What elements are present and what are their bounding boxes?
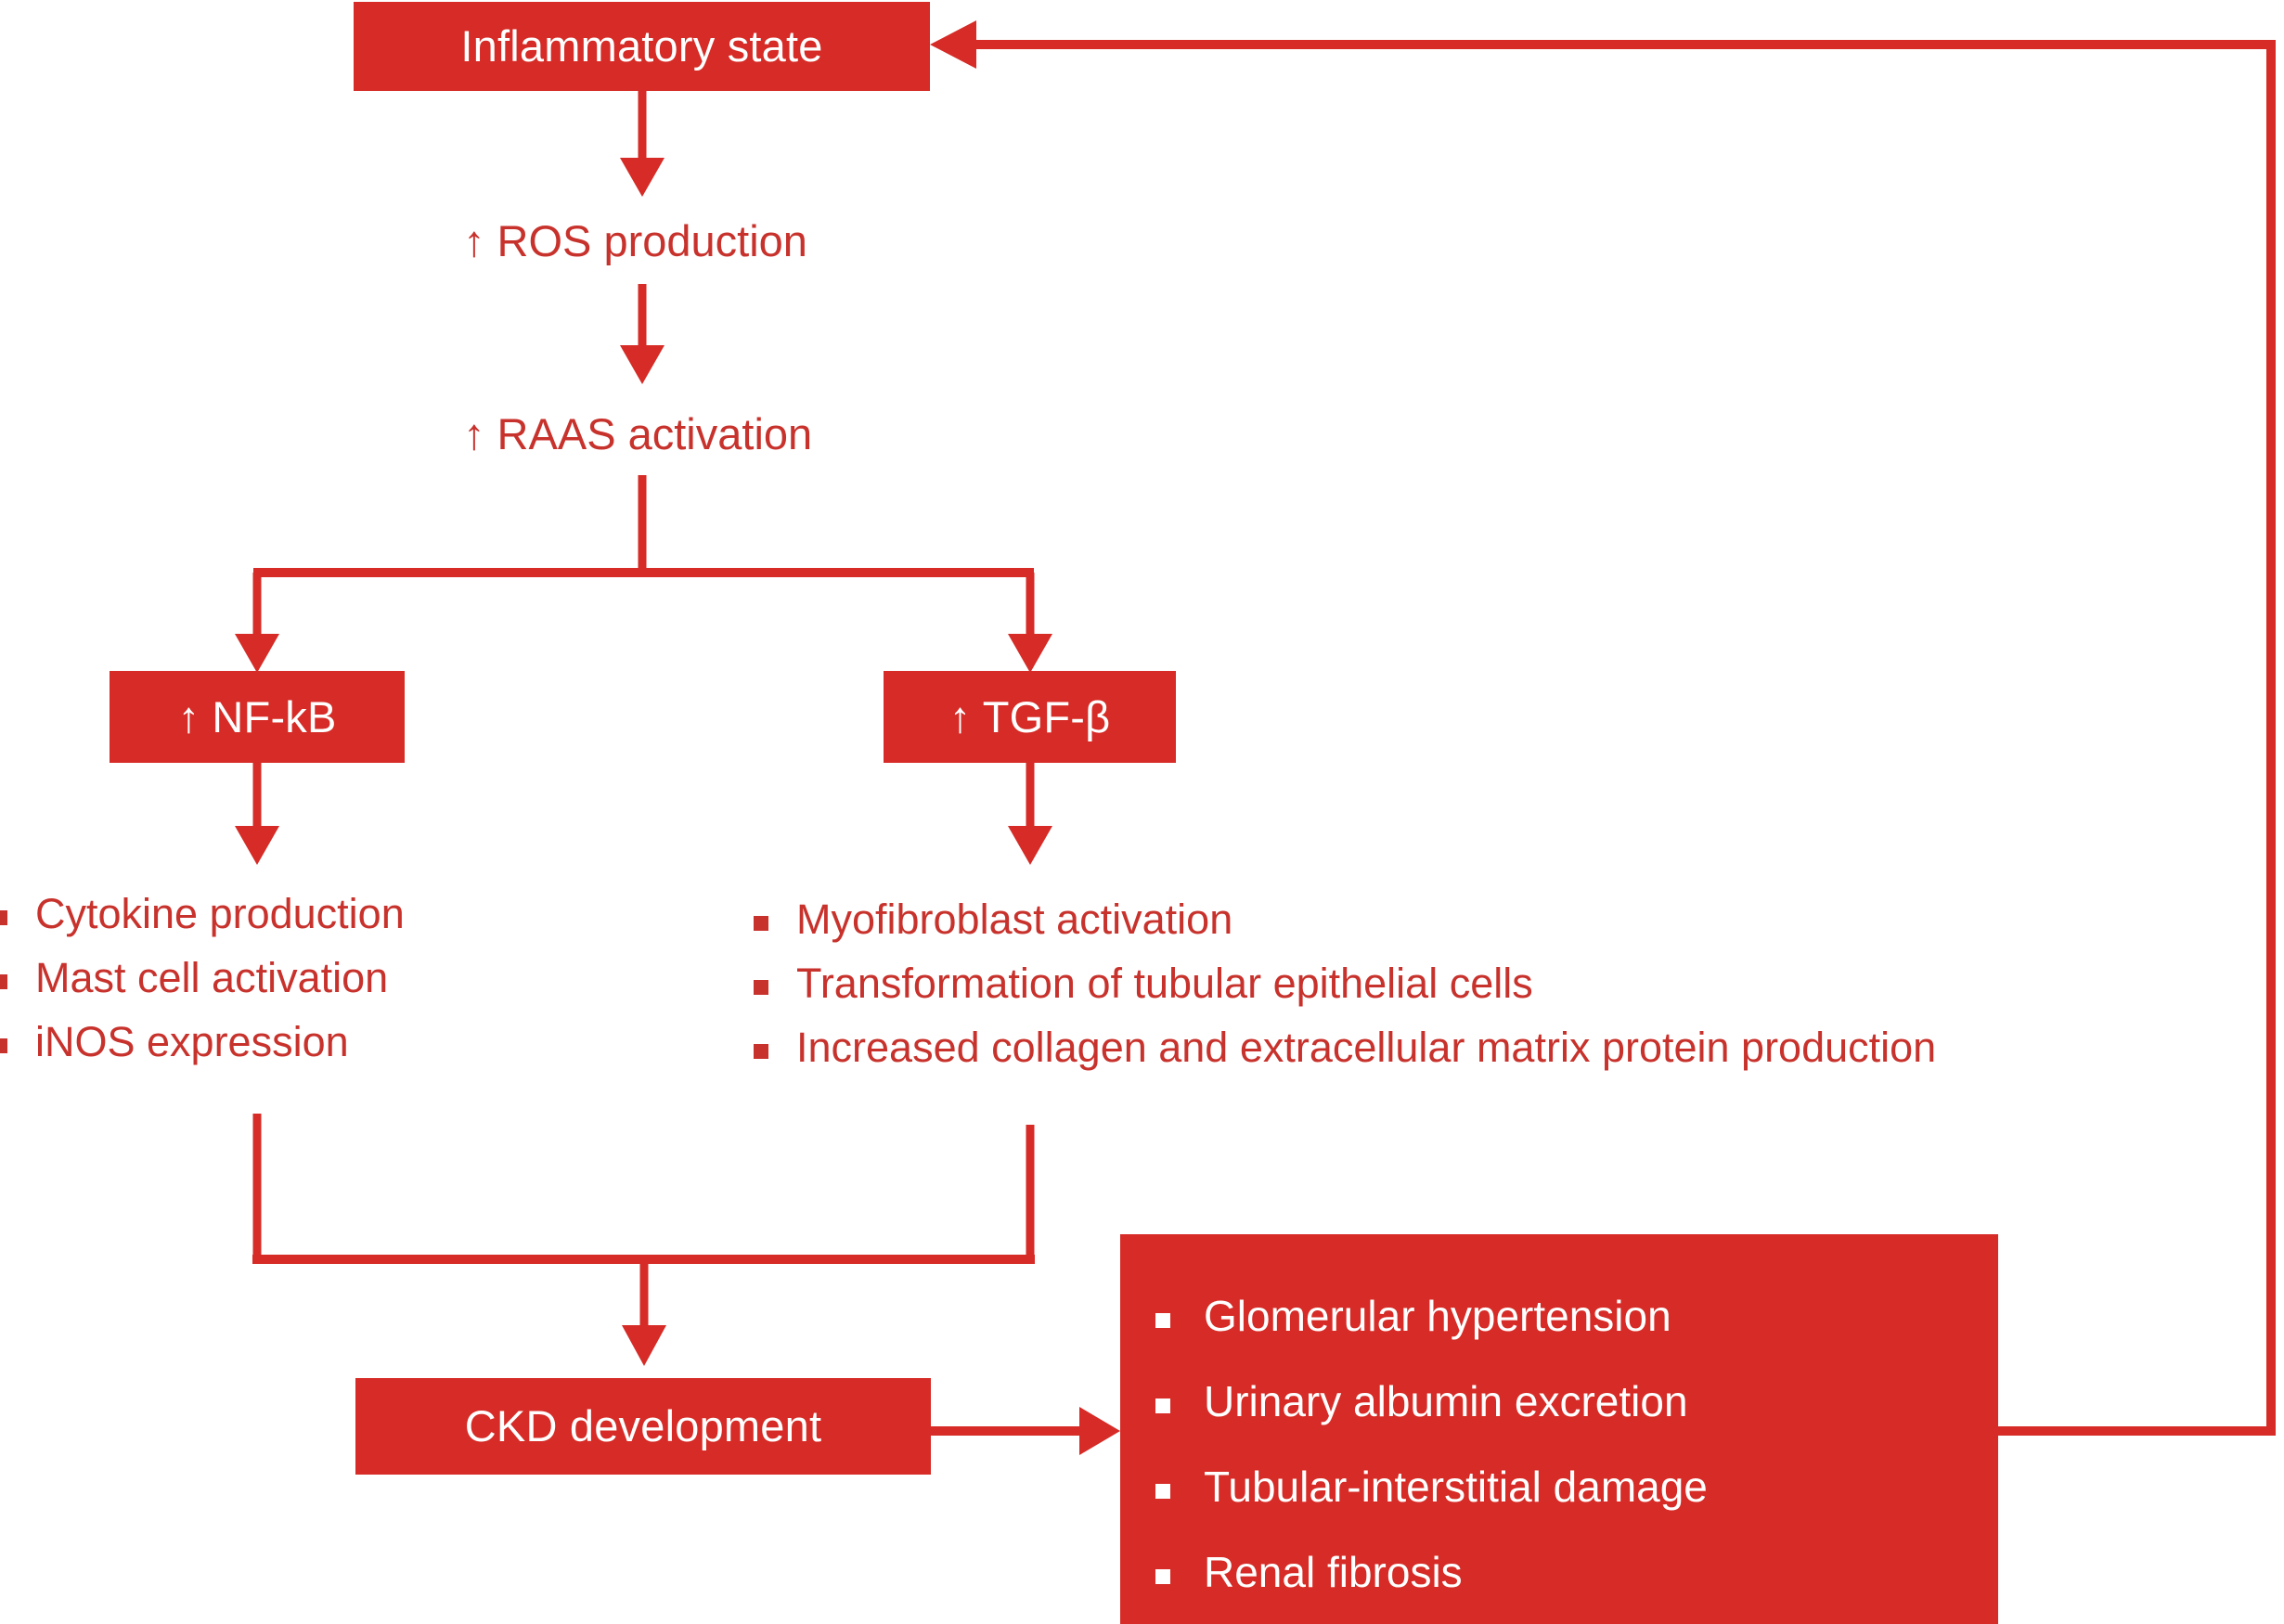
edge-ros-to-raas [620,284,665,384]
bullet-square-icon [0,1038,7,1053]
list-nfkb-effects: Cytokine production Mast cell activation… [0,893,405,1085]
node-ckd-outcomes[interactable] [1120,1234,1998,1624]
list-item-label: Transformation of tubular epithelial cel… [796,960,1533,1007]
list-item: Tubular-interstitial damage [1155,1465,1708,1508]
node-inflammatory-state[interactable]: Inflammatory state [354,2,930,91]
bullet-square-icon [754,980,768,995]
list-item-label: Renal fibrosis [1204,1548,1463,1596]
list-item-label: iNOS expression [35,1018,349,1065]
list-item: Urinary albumin excretion [1155,1380,1708,1423]
list-item: Cytokine production [0,893,405,934]
list-item: Increased collagen and extracellular mat… [754,1026,1936,1068]
edge-ckd-to-outcomes [931,1407,1120,1455]
node-raas-activation-label: ↑ RAAS activation [463,409,813,458]
node-nf-kb[interactable]: ↑ NF-kB [110,671,405,763]
node-tgf-beta[interactable]: ↑ TGF-β [884,671,1176,763]
edge-effects-merge-to-ckd [252,1114,1035,1366]
list-ckd-outcomes: Glomerular hypertension Urinary albumin … [1155,1295,1708,1624]
node-ckd-development[interactable]: CKD development [355,1378,931,1475]
edge-raas-branch [235,475,1052,673]
edge-inflammatory-to-ros [620,91,665,197]
list-item: Mast cell activation [0,957,405,999]
list-item-label: Cytokine production [35,890,405,937]
list-item-label: Mast cell activation [35,954,389,1001]
list-item-label: Myofibroblast activation [796,896,1233,943]
node-ros-production: ↑ ROS production [463,215,807,266]
list-item: Transformation of tubular epithelial cel… [754,962,1936,1004]
bullet-square-icon [1155,1569,1170,1584]
list-item-label: Urinary albumin excretion [1204,1377,1688,1425]
list-item-label: Glomerular hypertension [1204,1292,1671,1340]
list-item-label: Tubular-interstitial damage [1204,1463,1708,1511]
node-nf-kb-label: ↑ NF-kB [177,691,337,741]
list-item: iNOS expression [0,1021,405,1063]
list-item-label: Increased collagen and extracellular mat… [796,1024,1937,1071]
list-item: Renal fibrosis [1155,1551,1708,1593]
bullet-square-icon [0,910,7,925]
list-item: Myofibroblast activation [754,898,1936,940]
bullet-square-icon [0,974,7,989]
node-tgf-beta-label: ↑ TGF-β [948,691,1111,741]
node-inflammatory-state-label: Inflammatory state [460,21,823,71]
edge-nfkb-to-effects [235,763,279,865]
bullet-square-icon [754,1044,768,1059]
bullet-square-icon [1155,1313,1170,1328]
list-tgfb-effects: Myofibroblast activation Transformation … [754,898,1936,1090]
bullet-square-icon [754,916,768,931]
node-raas-activation: ↑ RAAS activation [463,408,812,459]
node-ckd-development-label: CKD development [464,1401,822,1451]
bullet-square-icon [1155,1398,1170,1413]
list-item: Glomerular hypertension [1155,1295,1708,1337]
edge-tgfb-to-effects [1008,763,1052,865]
bullet-square-icon [1155,1484,1170,1499]
node-ros-production-label: ↑ ROS production [463,216,807,265]
